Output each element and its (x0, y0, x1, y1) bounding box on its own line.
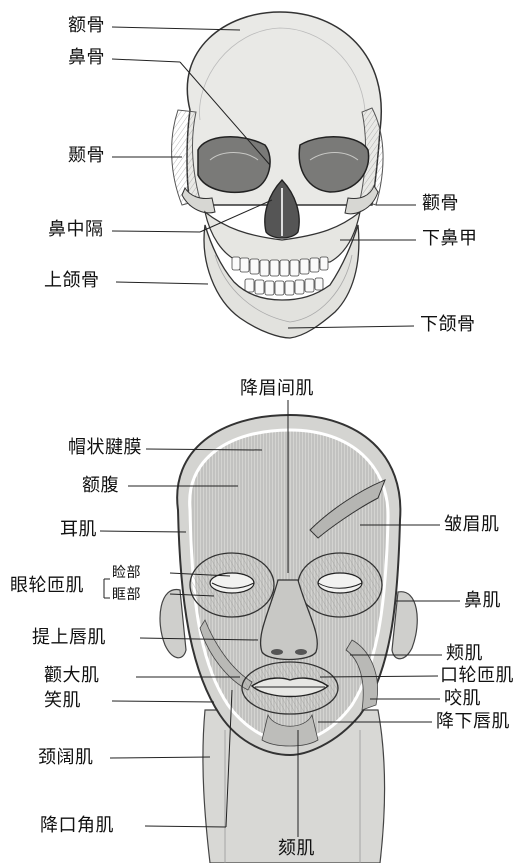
label-risorius: 笑肌 (44, 690, 81, 712)
label-orbicularis-oculi: 眼轮匝肌 (10, 575, 84, 597)
label-zygomaticus-major: 颧大肌 (44, 665, 100, 687)
lower-teeth (245, 278, 323, 295)
label-nasalis: 鼻肌 (464, 590, 501, 612)
label-masseter: 咬肌 (444, 688, 481, 710)
label-mentalis: 颏肌 (278, 838, 315, 860)
left-orbit (198, 137, 270, 193)
facial-muscles-panel: 降眉间肌 帽状腱膜 额腹 耳肌 眼轮匝肌 睑部 眶部 提上唇肌 颧大肌 笑肌 颈… (0, 370, 532, 863)
label-maxilla: 上颌骨 (44, 270, 100, 292)
label-procerus: 降眉间肌 (240, 378, 314, 400)
label-buccinator: 颊肌 (446, 643, 483, 665)
label-galea-aponeurotica: 帽状腱膜 (68, 437, 142, 459)
label-mandible: 下颌骨 (420, 314, 476, 336)
label-nasal-bone: 鼻骨 (68, 47, 105, 69)
label-orbital-part: 眶部 (112, 586, 141, 604)
label-corrugator: 皱眉肌 (444, 514, 500, 536)
label-frontal-belly: 额腹 (82, 475, 119, 497)
label-inferior-concha: 下鼻甲 (422, 228, 478, 250)
label-orbicularis-oris: 口轮匝肌 (440, 665, 514, 687)
label-depressor-labii: 降下唇肌 (436, 711, 510, 733)
label-auricular: 耳肌 (60, 519, 97, 541)
label-zygomatic-bone: 颧骨 (422, 193, 459, 215)
label-depressor-anguli-oris: 降口角肌 (40, 815, 114, 837)
label-palpebral-part: 睑部 (112, 564, 141, 582)
label-nasal-septum: 鼻中隔 (48, 219, 104, 241)
label-frontal-bone: 额骨 (68, 15, 105, 37)
label-temporal-bone: 颞骨 (68, 145, 105, 167)
left-ear (160, 590, 186, 658)
label-levator-labii: 提上唇肌 (32, 627, 106, 649)
label-platysma: 颈阔肌 (38, 747, 94, 769)
skull-panel: 额骨 鼻骨 颞骨 鼻中隔 上颌骨 颧骨 下鼻甲 下颌骨 (0, 0, 532, 370)
